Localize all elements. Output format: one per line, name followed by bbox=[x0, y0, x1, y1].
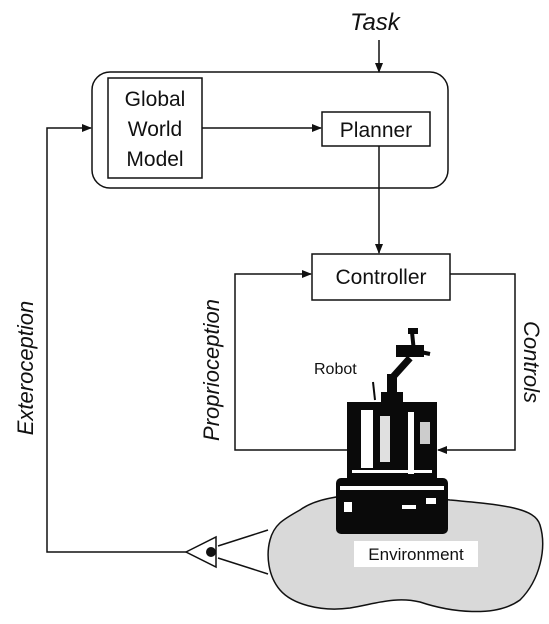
environment-label: Environment bbox=[368, 545, 464, 564]
exteroception-label: Exteroception bbox=[13, 301, 38, 436]
global-world-model-label-2: World bbox=[128, 118, 182, 141]
controller-box bbox=[311, 253, 451, 301]
proprioception-label: Proprioception bbox=[199, 299, 224, 441]
planner-label: Planner bbox=[340, 119, 412, 142]
controls-label: Controls bbox=[519, 321, 544, 403]
eye-icon bbox=[184, 535, 217, 569]
controller-label: Controller bbox=[335, 266, 426, 289]
robot-figure bbox=[336, 328, 448, 534]
global-world-model-box bbox=[107, 77, 203, 179]
sight-line-upper bbox=[217, 529, 269, 547]
environment-label-bg bbox=[354, 541, 478, 567]
robot-label: Robot bbox=[314, 361, 357, 378]
exteroception-loop-arrow bbox=[46, 124, 186, 553]
controls-loop-arrow bbox=[437, 273, 516, 454]
sight-line-lower bbox=[217, 557, 269, 575]
proprioception-loop-arrow bbox=[234, 270, 350, 451]
planning-container bbox=[91, 71, 449, 189]
task-label: Task bbox=[350, 9, 402, 36]
global-world-model-label-3: Model bbox=[126, 148, 183, 171]
global-world-model-label-1: Global bbox=[125, 88, 186, 111]
planner-box bbox=[321, 111, 431, 147]
